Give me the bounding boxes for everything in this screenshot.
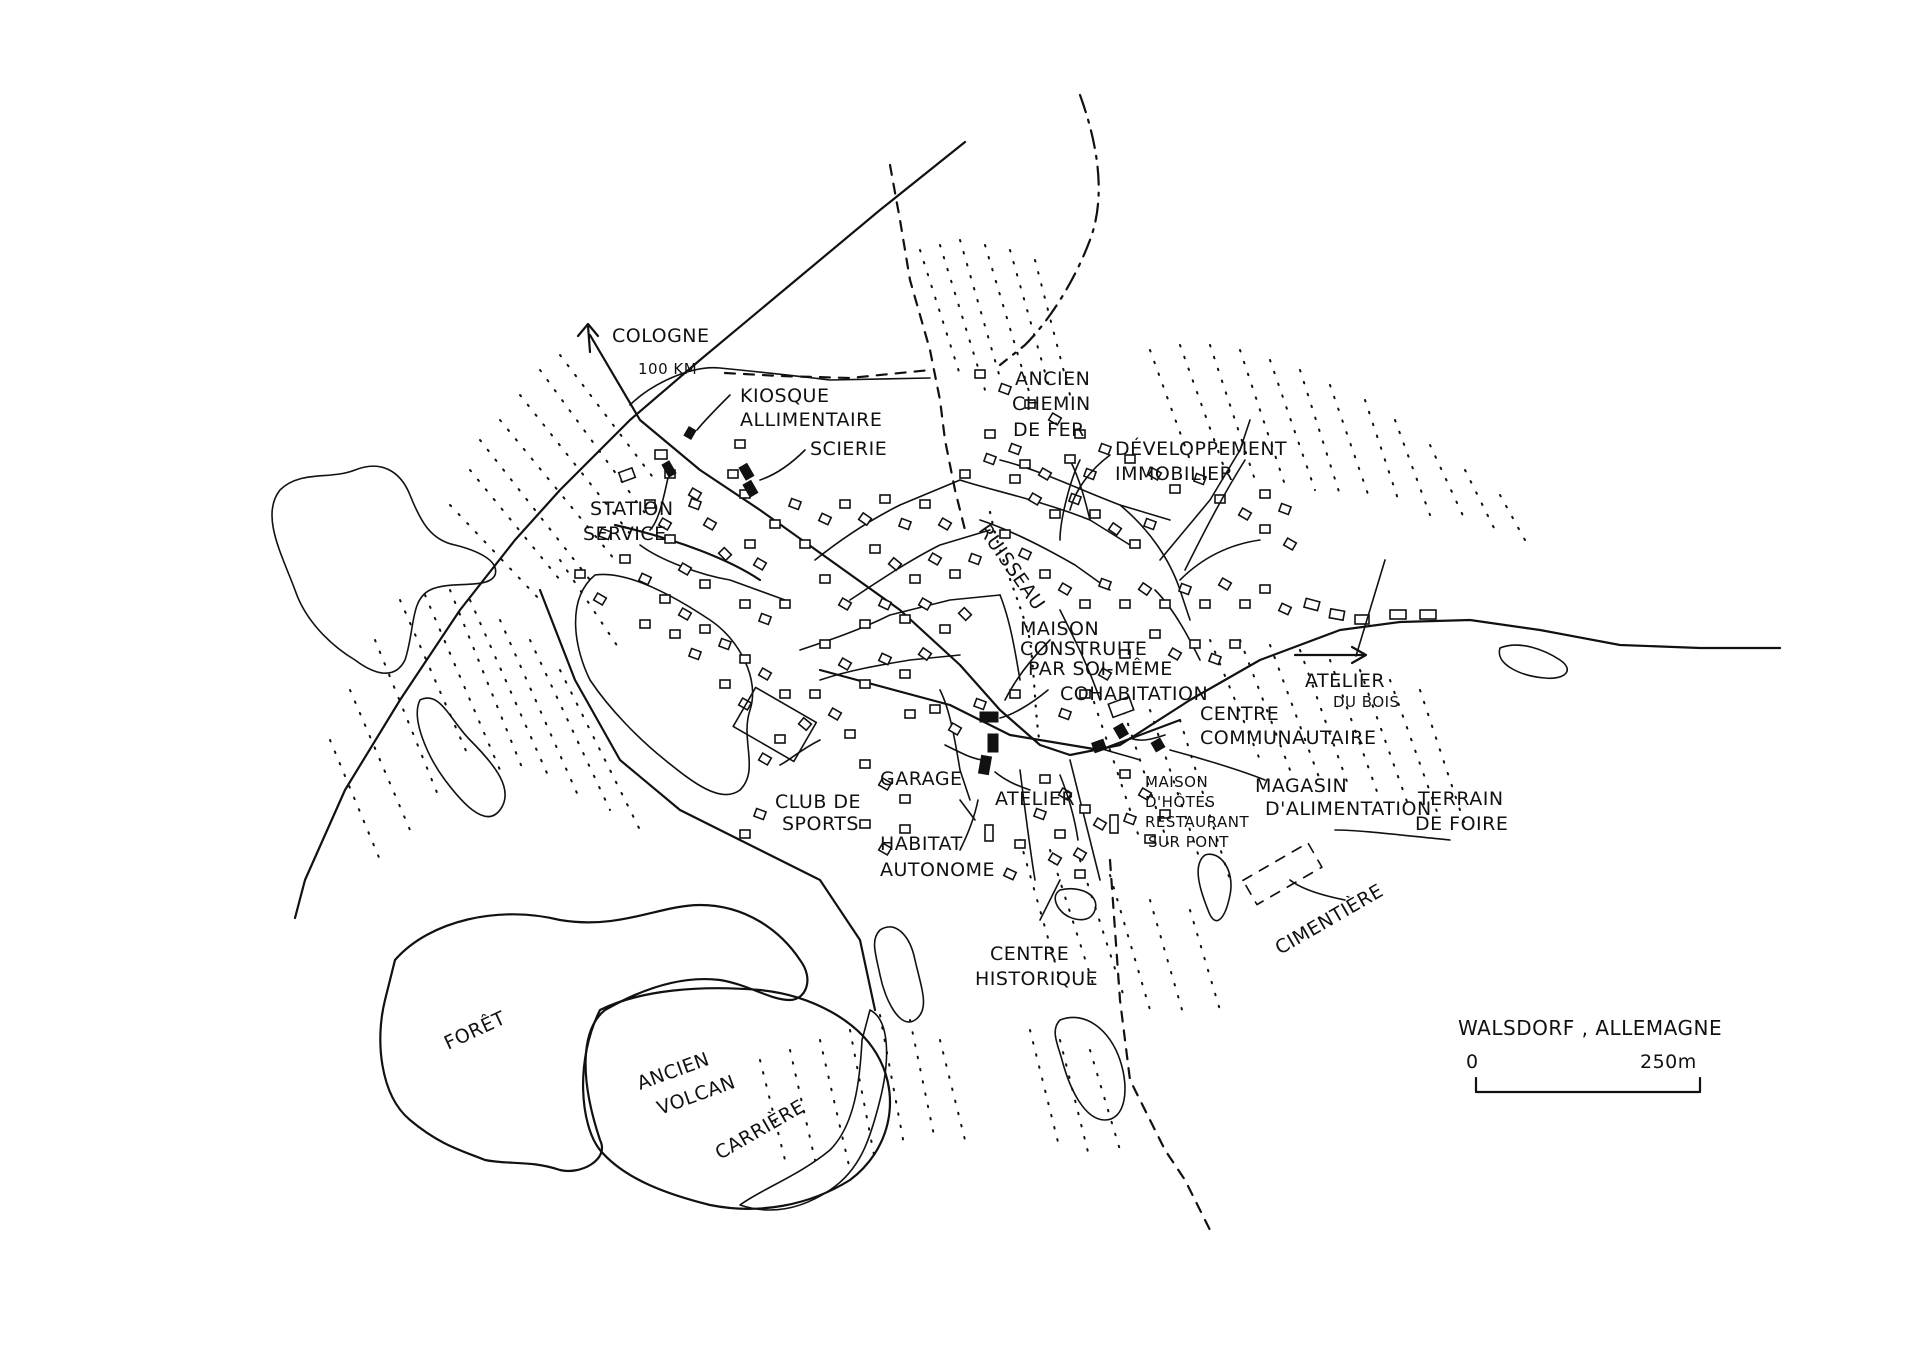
label-habitat-1: HABITAT [880, 833, 963, 855]
label-foire-2: DE FOIRE [1415, 813, 1508, 835]
label-cohabitation: COHABITATION [1060, 683, 1208, 705]
dashed-path-south [1108, 858, 1212, 1232]
scale-bar [1474, 1076, 1702, 1094]
label-hotes-3: RESTAURANT [1145, 813, 1249, 831]
highway-road [293, 140, 967, 920]
label-dev-1: DÉVELOPPEMENT [1115, 437, 1287, 460]
quarry-ridge [739, 1009, 888, 1211]
label-historique-2: HISTORIQUE [975, 968, 1098, 990]
label-atelier: ATELIER [995, 788, 1075, 810]
field-stipple [329, 239, 1526, 1171]
railway [723, 93, 1212, 1232]
village-bypass [613, 523, 762, 582]
volcano-rim [581, 987, 892, 1210]
label-historique-1: CENTRE [990, 943, 1069, 965]
shop-building [1150, 737, 1166, 753]
label-hotes-4: SUR PONT [1148, 833, 1229, 851]
label-dev-2: IMMOBILIER [1115, 463, 1233, 485]
label-foret: FORÊT [440, 1006, 509, 1054]
cohabitation-building-1 [979, 711, 999, 723]
cologne-arrow [576, 322, 600, 354]
label-garage: GARAGE [880, 768, 963, 790]
label-club-1: CLUB DE [775, 791, 861, 813]
label-hotes-1: MAISON [1145, 773, 1208, 791]
fairground [1242, 842, 1323, 906]
label-maison-1: MAISON [1020, 618, 1099, 640]
label-cologne-distance: 100 KM [638, 360, 697, 378]
map-title: WALSDORF , ALLEMAGNE [1458, 1016, 1722, 1040]
map-legend: WALSDORF , ALLEMAGNE 0 250m [1458, 1016, 1722, 1094]
east-pond [1498, 644, 1568, 680]
forest-outline [379, 903, 809, 1173]
label-ruisseau: RUISSEAU [974, 520, 1049, 614]
label-station-1: STATION [590, 498, 674, 520]
sawmill-building-1 [738, 462, 755, 481]
sawmill-building-2 [742, 479, 759, 498]
label-scierie: SCIERIE [810, 438, 887, 460]
label-kiosque-2: ALLIMENTAIRE [740, 409, 882, 431]
dashed-path-link [723, 368, 932, 380]
label-atelier-bois-1: ATELIER [1305, 670, 1385, 692]
secondary-road [538, 588, 877, 1012]
community-centre-building [1112, 722, 1130, 740]
label-cimetiere: CIMENTIÈRE [1271, 879, 1387, 959]
historic-pond [873, 926, 925, 1023]
label-magasin-2: D'ALIMENTATION [1265, 798, 1432, 820]
label-kiosque-1: KIOSQUE [740, 385, 829, 407]
label-chemin-3: DE FER [1013, 419, 1085, 441]
label-centre-comm-2: COMMUNAUTAIRE [1200, 727, 1376, 749]
water-bodies [271, 465, 1568, 1121]
quarry-lake-left [416, 697, 506, 818]
scale-end-label: 250m [1640, 1051, 1697, 1073]
label-carriere: CARRIÈRE [711, 1095, 809, 1165]
label-hotes-2: D'HÔTES [1145, 792, 1215, 811]
label-foire-1: TERRAIN [1417, 788, 1504, 810]
label-cologne: COLOGNE [612, 325, 710, 347]
label-magasin-1: MAGASIN [1255, 775, 1347, 797]
northwest-wood [574, 573, 754, 796]
forest-and-quarry [379, 573, 892, 1211]
label-habitat-2: AUTONOME [880, 859, 995, 881]
garage-building [977, 754, 993, 776]
village-streets [639, 419, 1261, 881]
label-maison-2: CONSTRUITE [1020, 638, 1147, 660]
village-loop-road [818, 668, 1182, 752]
dashed-path-north [888, 163, 967, 532]
houses [574, 369, 1437, 881]
south-pond [1054, 1016, 1126, 1121]
guesthouse-building [1091, 738, 1107, 754]
old-railway-line [998, 93, 1100, 367]
scale-start-label: 0 [1466, 1051, 1479, 1073]
label-chemin-1: ANCIEN [1015, 368, 1090, 390]
label-club-2: SPORTS [782, 813, 859, 835]
label-station-2: SERVICE [583, 523, 667, 545]
village-pool [1054, 888, 1097, 921]
east-arrow [1293, 645, 1368, 665]
sports-field [732, 686, 818, 763]
stream [988, 510, 1042, 747]
cemetery-pond [1197, 853, 1232, 922]
label-atelier-bois-2: DU BOIS [1333, 693, 1400, 711]
kiosk-building [683, 425, 697, 441]
label-centre-comm-1: CENTRE [1200, 703, 1279, 725]
label-maison-3: PAR SOI-MÊME [1028, 657, 1173, 680]
cohabitation-building-2 [987, 733, 999, 753]
service-station-building [661, 460, 677, 478]
west-lake [271, 465, 497, 674]
leader-lines [649, 394, 1451, 921]
label-chemin-2: CHEMIN [1012, 393, 1091, 415]
